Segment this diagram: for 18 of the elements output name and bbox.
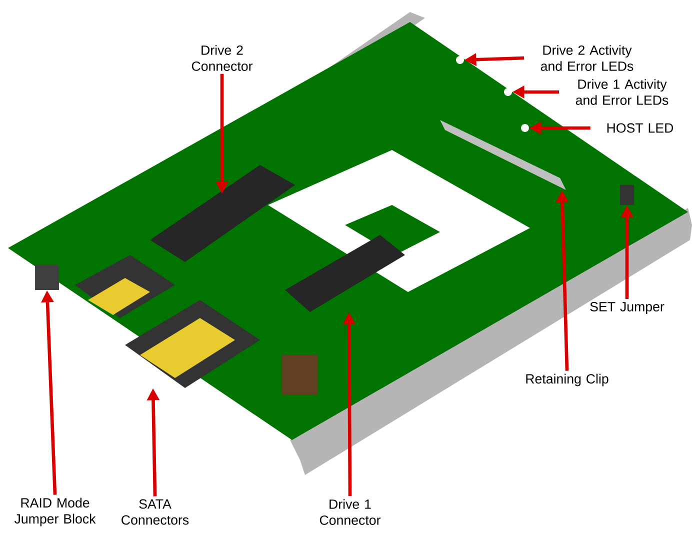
jumper-block — [35, 265, 59, 290]
jumper — [620, 185, 634, 205]
sata-connectors — [75, 255, 260, 388]
callout-label: Drive 2 Connector — [192, 45, 253, 71]
callout-label: SET Jumper — [590, 302, 664, 314]
led — [504, 88, 512, 96]
led — [456, 56, 464, 64]
led — [521, 124, 529, 132]
callout-label: HOST LED — [607, 123, 674, 133]
callout-label: Drive 1 Activity and Error LEDs — [576, 79, 668, 105]
callout-label: Retaining Clip — [526, 374, 608, 386]
drive-connector — [285, 235, 405, 312]
drive-connector — [150, 165, 295, 262]
retaining-clip — [440, 120, 566, 190]
callout-label: Drive 2 Activity and Error LEDs — [540, 45, 634, 71]
callout-label: Drive 1 Connector — [320, 499, 381, 525]
callout-label: RAID Mode Jumper Block — [14, 498, 96, 526]
callout-label: SATA Connectors — [122, 499, 189, 525]
